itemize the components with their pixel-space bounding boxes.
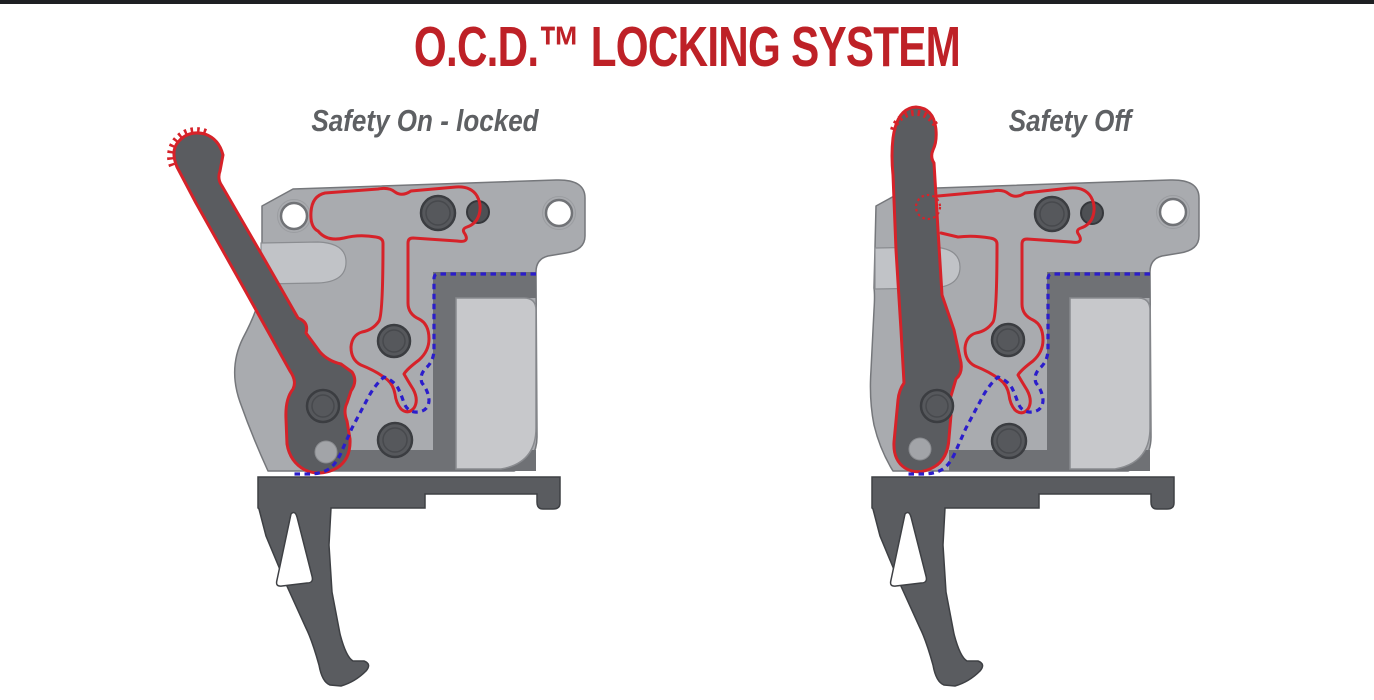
label-safety-off: Safety Off <box>1008 103 1132 138</box>
trigger-blade-cutout <box>889 511 928 587</box>
lock-recess <box>433 272 536 470</box>
side-plate <box>455 297 537 470</box>
trigger-blade <box>257 476 561 687</box>
lever-pivot-pin <box>305 388 341 424</box>
sear-pin <box>376 323 412 359</box>
top-border-bar <box>0 0 1374 4</box>
sear-linkage-outline <box>309 185 482 414</box>
page-title: O.C.D.™ LOCKING SYSTEM <box>413 15 961 79</box>
lever-pivot-pin <box>919 388 955 424</box>
trigger-blade-cutout <box>275 511 314 587</box>
lock-recess <box>1047 272 1150 470</box>
mounting-hole-rear <box>1156 195 1190 229</box>
label-safety-on-locked: Safety On - locked <box>311 103 539 138</box>
sear-pin <box>990 322 1026 358</box>
mounting-hole-rear <box>542 196 576 230</box>
lever-detent <box>908 437 932 461</box>
side-plate <box>1069 297 1151 470</box>
top-pin <box>419 194 457 232</box>
thumb-pad-serration <box>167 127 210 168</box>
trigger-pin <box>376 421 414 459</box>
mounting-hole-front <box>277 199 311 233</box>
trigger-lock-outline <box>905 272 1150 476</box>
trigger-pin <box>990 422 1028 460</box>
sear-linkage-outline <box>936 186 1096 415</box>
trigger-diagram-safety-off <box>869 105 1200 687</box>
hidden-hole-outline <box>914 193 942 221</box>
trigger-blade <box>871 476 1175 687</box>
housing-slot <box>260 241 347 285</box>
trigger-lock-outline <box>291 272 536 476</box>
top-pin <box>1033 195 1071 233</box>
lever-detent <box>314 440 338 464</box>
trigger-diagram-safety-on <box>167 127 586 687</box>
thumb-pad-serration <box>890 109 939 131</box>
